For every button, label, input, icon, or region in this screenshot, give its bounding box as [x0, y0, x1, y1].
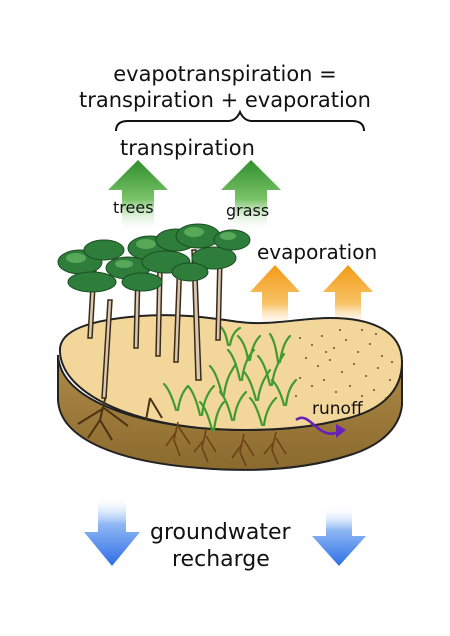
runoff-arrowhead	[336, 424, 346, 438]
evaporation-arrow-right	[323, 265, 373, 330]
grass-field	[162, 324, 298, 432]
transpiration-label: transpiration	[120, 136, 255, 160]
title-brace	[115, 109, 365, 132]
recharge-arrow-right	[312, 506, 366, 566]
transpiration-arrow-grass	[221, 160, 281, 232]
recharge-arrow-left	[84, 496, 140, 566]
trees-label: trees	[113, 198, 154, 217]
title-line-1: evapotranspiration =	[113, 62, 337, 86]
grass-roots	[165, 421, 287, 467]
evaporation-arrow-left	[250, 265, 300, 330]
tree-roots	[77, 394, 163, 441]
transpiration-arrow-trees	[108, 160, 168, 232]
tree-canopy-highlights	[66, 227, 236, 268]
groundwater-label-line-1: groundwater	[150, 520, 291, 545]
runoff-label: runoff	[312, 399, 363, 419]
title-line-2: transpiration + evaporation	[79, 88, 371, 112]
evaporation-label: evaporation	[257, 240, 378, 264]
groundwater-label-line-2: recharge	[172, 547, 270, 572]
sand-dots	[295, 329, 393, 399]
grass-label: grass	[226, 201, 270, 220]
